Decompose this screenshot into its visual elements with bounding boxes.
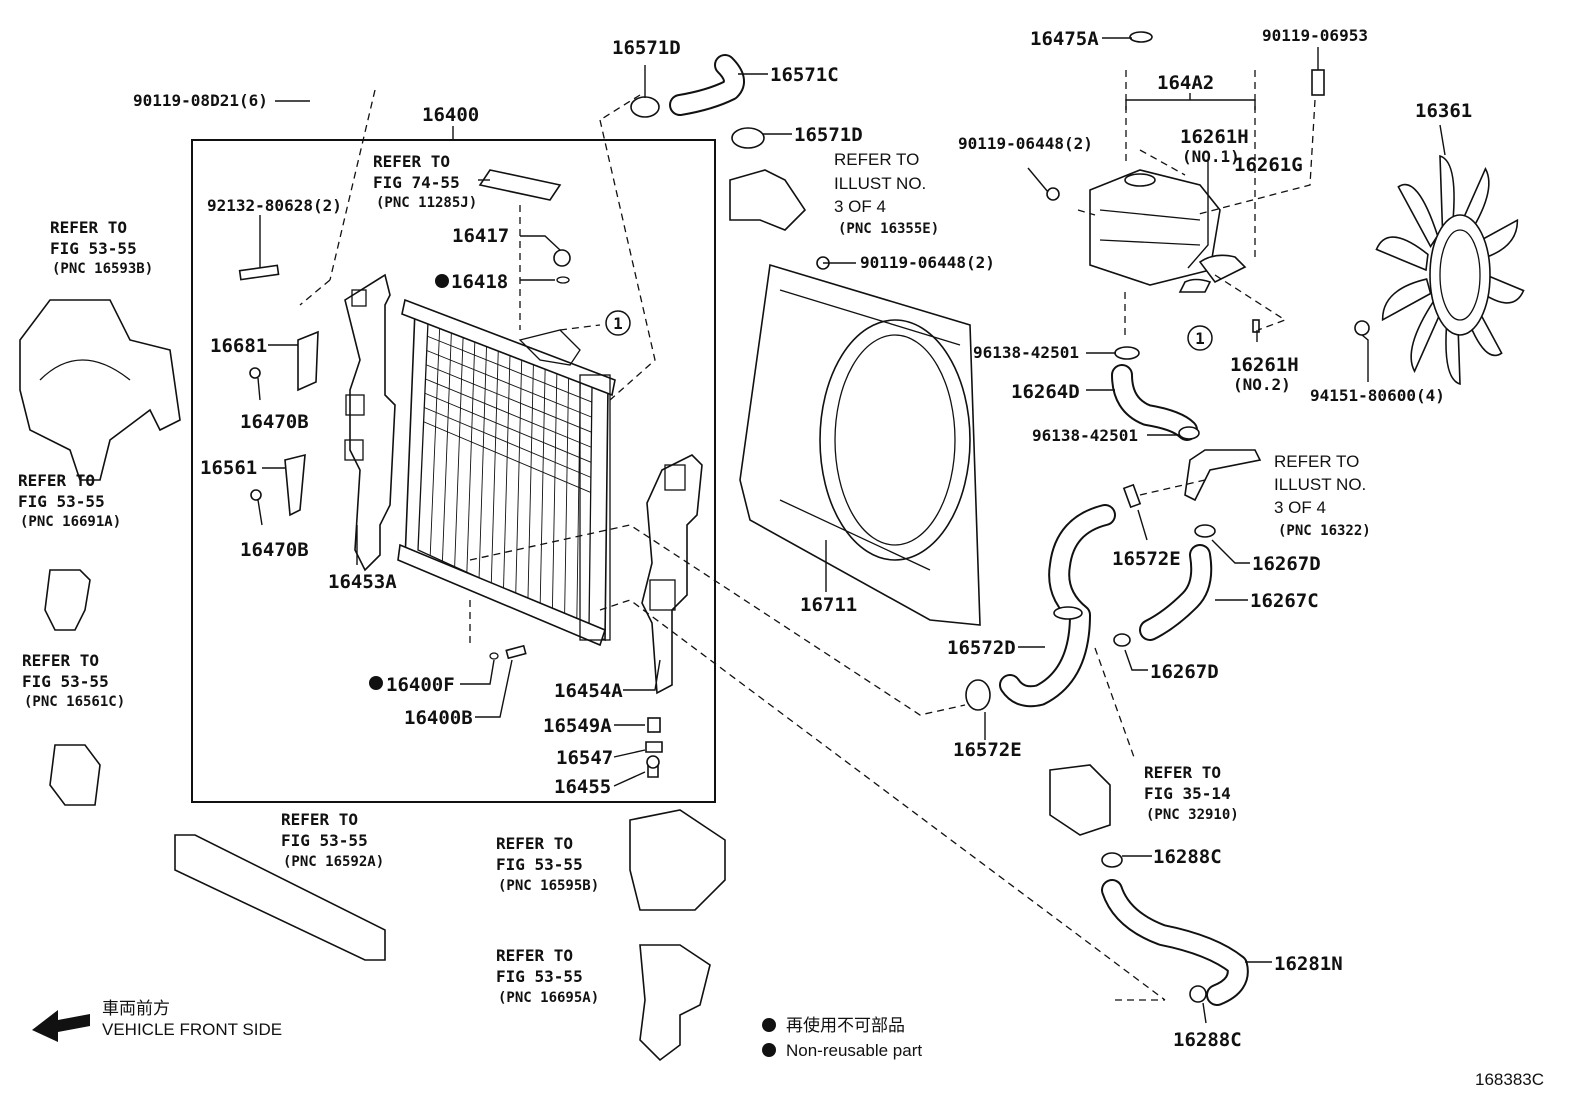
nonreusable-label-en: Non-reusable part	[786, 1041, 922, 1060]
label-92132: 92132-80628(2)	[207, 196, 342, 215]
label-16288c: 16288C	[1153, 846, 1222, 868]
water-outlet-16355e	[729, 169, 807, 231]
label-90119-08d21: 90119-08D21(6)	[133, 91, 268, 110]
ref-32910: REFER TO FIG 35-14 (PNC 32910)	[1144, 763, 1240, 823]
label-16454a: 16454A	[554, 680, 623, 702]
label-16261h: 16261H	[1180, 126, 1249, 148]
label-90119-06448: 90119-06448(2)	[958, 134, 1093, 153]
front-arrow-icon	[32, 1010, 90, 1042]
cooling-fan	[1354, 154, 1525, 386]
label-16418: 16418	[451, 271, 508, 293]
lower-support-16592a	[174, 834, 386, 961]
label-16571c: 16571C	[770, 64, 839, 86]
front-label-en: VEHICLE FRONT SIDE	[102, 1020, 282, 1039]
label-16455: 16455	[554, 776, 611, 798]
label-16400b: 16400B	[404, 707, 473, 729]
label-96138-42501: 96138-42501	[1032, 426, 1138, 445]
label-16571d: 16571D	[794, 124, 863, 146]
label-90119-06448: 90119-06448(2)	[860, 253, 995, 272]
label-16571d: 16571D	[612, 37, 681, 59]
ref-16691a: REFER TO FIG 53-55 (PNC 16691A)	[18, 471, 121, 530]
label-16470b: 16470B	[240, 411, 309, 433]
radiator-core	[397, 298, 616, 647]
label-16264d: 16264D	[1011, 381, 1080, 403]
shroud-piece-16691a	[44, 569, 91, 631]
fan-blade	[1375, 236, 1429, 272]
ref-16355e: REFER TO ILLUST NO. 3 OF 4 (PNC 16355E)	[834, 150, 939, 237]
reference-dashed-lines	[299, 70, 1316, 1001]
fan-blade	[1397, 183, 1439, 249]
ref-16595b: REFER TO FIG 53-55 (PNC 16595B)	[496, 834, 599, 894]
label-16400: 16400	[422, 104, 479, 126]
circle-marker-number: 1	[1195, 329, 1205, 348]
label-16547: 16547	[556, 747, 613, 769]
nonreusable-dot	[369, 676, 383, 690]
label-94151: 94151-80600(4)	[1310, 386, 1445, 405]
label-16572e: 16572E	[953, 739, 1022, 761]
label-16261h: 16261H	[1230, 354, 1299, 376]
circle-marker	[1187, 325, 1213, 351]
label-16261g: 16261G	[1234, 154, 1303, 176]
ref-16592a: REFER TO FIG 53-55 (PNC 16592A)	[281, 810, 384, 870]
bracket-16681	[297, 330, 319, 392]
label-no1: (NO.1)	[1182, 147, 1240, 166]
label-164a2: 164A2	[1157, 72, 1214, 94]
label-16549a: 16549A	[543, 715, 612, 737]
label-16361: 16361	[1415, 100, 1472, 122]
label-no2: (NO.2)	[1233, 375, 1291, 394]
fan-blade	[1381, 278, 1432, 322]
fan-shroud	[739, 263, 981, 626]
diagram-id: 168383C	[1475, 1070, 1544, 1089]
part-labels: 16400 90119-08D21(6) 92132-80628(2) 1668…	[133, 26, 1472, 1051]
label-16475a: 16475A	[1030, 28, 1099, 50]
label-16711: 16711	[800, 594, 857, 616]
front-label-jp: 車両前方	[102, 999, 170, 1018]
shroud-piece-16593b	[19, 299, 181, 481]
nonreusable-legend: 再使用不可部品 Non-reusable part	[762, 1015, 922, 1060]
nonreusable-dot	[762, 1043, 776, 1057]
ref-16561c: REFER TO FIG 53-55 (PNC 16561C)	[22, 651, 125, 710]
shroud-piece-16695a	[639, 944, 711, 1062]
label-16288c: 16288C	[1173, 1029, 1242, 1051]
shroud-piece-16595b	[629, 809, 726, 911]
label-16267c: 16267C	[1250, 590, 1319, 612]
label-16681: 16681	[210, 335, 267, 357]
radiator-right-bracket	[641, 454, 703, 695]
ref-16695a: REFER TO FIG 53-55 (PNC 16695A)	[496, 946, 599, 1006]
leader-lines	[257, 37, 1446, 1024]
label-16453a: 16453A	[328, 571, 397, 593]
ref-fig-74-55: REFER TO FIG 74-55 (PNC 11285J)	[373, 152, 477, 211]
label-90119-06953: 90119-06953	[1262, 26, 1368, 45]
nonreusable-dot	[435, 274, 449, 288]
shroud-piece-16561c	[49, 744, 101, 806]
radiator-side-bracket	[344, 273, 396, 572]
nonreusable-label-jp: 再使用不可部品	[786, 1015, 905, 1035]
ref-16593b: REFER TO FIG 53-55 (PNC 16593B)	[50, 218, 153, 277]
pipe-16322	[1184, 449, 1262, 502]
label-16400f: 16400F	[386, 674, 455, 696]
circle-marker-number: 1	[613, 314, 623, 333]
label-16561: 16561	[200, 457, 257, 479]
nonreusable-dot	[762, 1018, 776, 1032]
label-16572d: 16572D	[947, 637, 1016, 659]
ref-16322: REFER TO ILLUST NO. 3 OF 4 (PNC 16322)	[1274, 452, 1371, 539]
label-16470b: 16470B	[240, 539, 309, 561]
label-16417: 16417	[452, 225, 509, 247]
reference-notes: REFER TO FIG 74-55 (PNC 11285J) REFER TO…	[18, 150, 1371, 1006]
vehicle-front-legend: 車両前方 VEHICLE FRONT SIDE	[32, 999, 282, 1042]
label-96138-42501: 96138-42501	[973, 343, 1079, 362]
oil-cooler-32910	[1049, 764, 1111, 836]
label-16281n: 16281N	[1274, 953, 1343, 975]
circle-marker	[605, 310, 631, 336]
label-16267d: 16267D	[1252, 553, 1321, 575]
label-16267d: 16267D	[1150, 661, 1219, 683]
label-16572e: 16572E	[1112, 548, 1181, 570]
